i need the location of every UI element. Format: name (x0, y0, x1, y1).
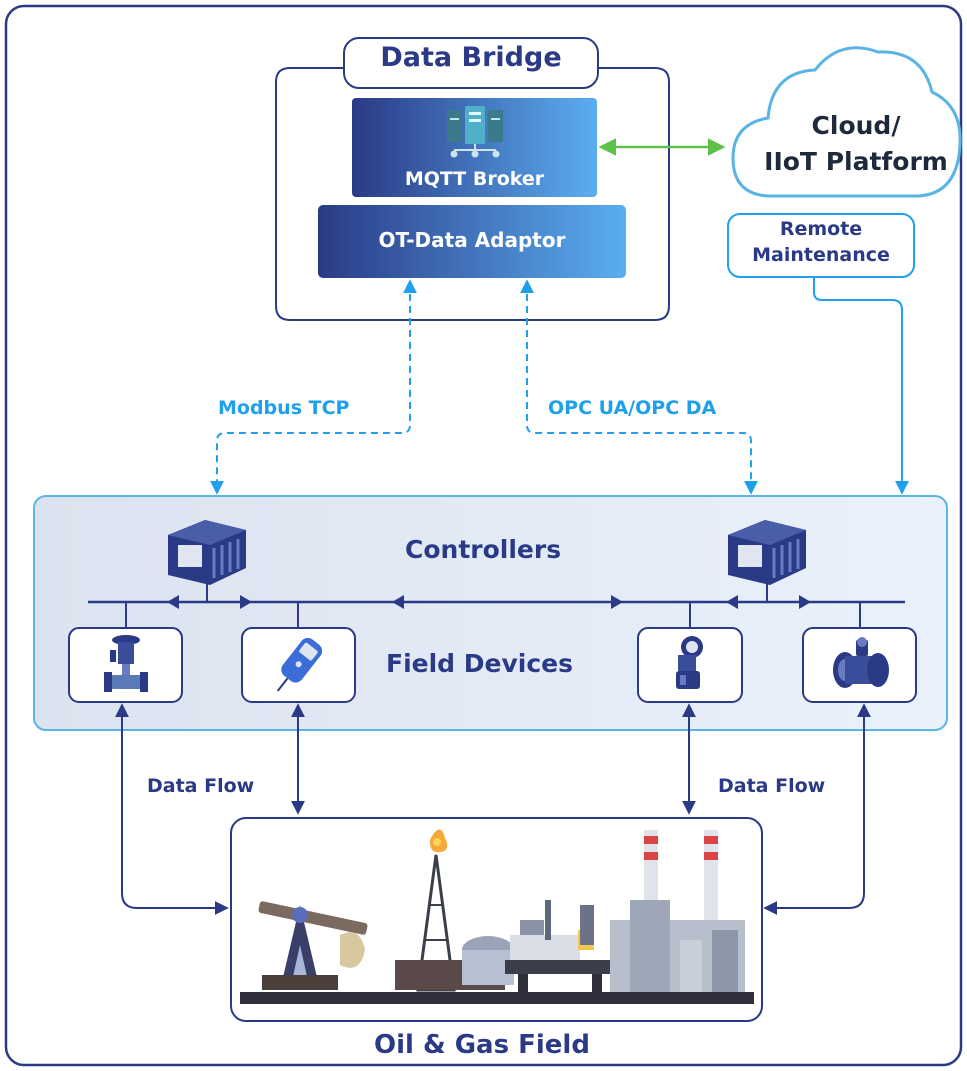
cloud-label-line1: Cloud/ (811, 111, 901, 140)
handheld-communicator-icon (276, 637, 323, 692)
data-flow-right-outer (763, 703, 871, 915)
modbus-tcp-label: Modbus TCP (218, 397, 350, 419)
opc-label: OPC UA/OPC DA (548, 397, 717, 419)
bus-arrows (167, 595, 811, 609)
control-valve-icon (104, 635, 148, 692)
flow-meter-icon (833, 637, 889, 688)
oil-gas-field-title: Oil & Gas Field (374, 1030, 590, 1060)
server-icon (447, 106, 503, 158)
remote-label-line1: Remote (779, 218, 863, 240)
data-flow-left-outer (115, 703, 229, 915)
ot-data-adaptor-label: OT-Data Adaptor (378, 228, 566, 252)
cloud-shape (731, 46, 962, 198)
data-flow-left-label: Data Flow (147, 775, 255, 797)
cloud-label: Cloud/ IIoT Platform (760, 108, 952, 180)
remote-maintenance-label: Remote Maintenance (728, 216, 914, 268)
cloud-label-line2: IIoT Platform (764, 147, 948, 176)
opc-line (520, 279, 758, 495)
data-bridge-title: Data Bridge (380, 42, 562, 73)
data-bridge-box (275, 37, 670, 321)
remote-to-panel-line (813, 277, 909, 495)
transmitter-icon (676, 636, 703, 689)
plc-controller-icon (168, 520, 246, 585)
ot-data-adaptor-box (318, 205, 626, 278)
mqtt-broker-label: MQTT Broker (404, 168, 545, 190)
data-flow-right-label: Data Flow (718, 775, 826, 797)
remote-label-line2: Maintenance (752, 244, 890, 266)
modbus-line (210, 279, 417, 495)
bus-drops (125, 584, 861, 628)
field-devices-label: Field Devices (386, 649, 573, 678)
plc-controller-icon (728, 520, 806, 585)
oil-gas-field-illustration (240, 829, 754, 1004)
controllers-label: Controllers (405, 535, 562, 564)
remote-maintenance-box (727, 213, 915, 278)
